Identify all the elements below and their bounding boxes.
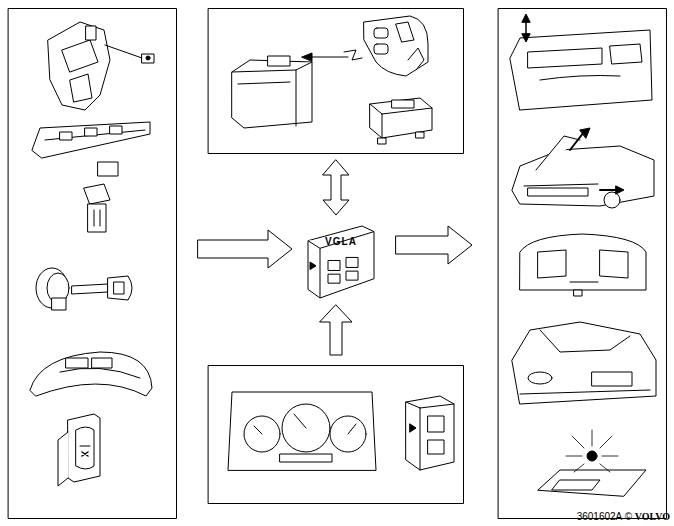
figure-number: 3601602A bbox=[577, 511, 623, 523]
door-panel bbox=[510, 14, 652, 110]
flow-arrow bbox=[323, 160, 349, 215]
roof-console bbox=[30, 352, 152, 396]
light-symbol bbox=[538, 430, 646, 496]
car-front bbox=[512, 322, 656, 404]
brand-name: VOLVO bbox=[635, 511, 670, 523]
flow-arrow bbox=[320, 305, 352, 355]
control-module: VGLA bbox=[306, 224, 376, 300]
steering-lock bbox=[48, 22, 154, 110]
ignition-lock bbox=[36, 268, 132, 310]
light-bar bbox=[32, 122, 150, 232]
module-label: VGLA bbox=[306, 236, 376, 247]
instrument-cluster bbox=[228, 392, 376, 470]
connector bbox=[370, 98, 432, 144]
panel bbox=[209, 9, 464, 154]
interior-light bbox=[520, 234, 646, 296]
panel bbox=[499, 9, 667, 519]
module-unit bbox=[406, 396, 454, 470]
panel bbox=[209, 366, 464, 504]
copyright-mark: © bbox=[625, 511, 632, 523]
control-module bbox=[232, 56, 312, 128]
flow-arrow bbox=[198, 230, 292, 268]
car-bonnet bbox=[512, 128, 654, 208]
window-switch bbox=[58, 414, 100, 486]
panel bbox=[9, 9, 177, 519]
remote-key bbox=[302, 16, 428, 76]
flow-arrow bbox=[396, 226, 472, 264]
module-outline bbox=[306, 224, 376, 300]
